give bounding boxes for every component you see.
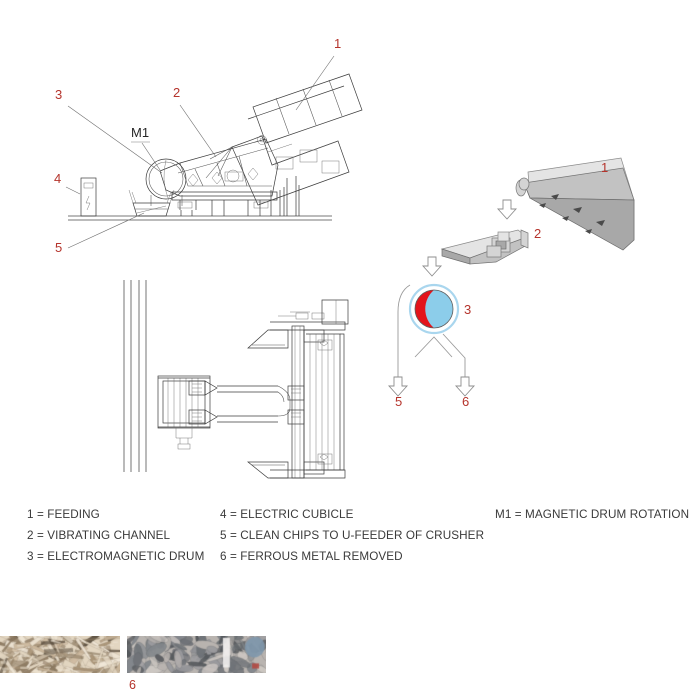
flow-arrow-clean-chips bbox=[387, 376, 409, 397]
callout-schematic-1: 1 bbox=[601, 160, 608, 175]
legend-item-1: 1 = FEEDING bbox=[27, 508, 100, 521]
ferrous-metal-scrap-photo bbox=[127, 636, 266, 673]
legend-item-2: 2 = VIBRATING CHANNEL bbox=[27, 529, 171, 542]
plan-bearing-blocks bbox=[188, 380, 218, 425]
callout-schematic-6: 6 bbox=[462, 394, 469, 409]
callout-elevation-m1: M1 bbox=[131, 125, 149, 140]
elevation-leader-lines bbox=[65, 55, 335, 249]
callout-elevation-1: 1 bbox=[334, 36, 341, 51]
clean-wood-chips-photo bbox=[0, 636, 120, 673]
callout-elevation-2: 2 bbox=[173, 85, 180, 100]
plan-chutes bbox=[247, 299, 349, 479]
photo-caption-6: 6 bbox=[129, 678, 136, 692]
legend-item-3: 3 = ELECTROMAGNETIC DRUM bbox=[27, 550, 205, 563]
callout-elevation-3: 3 bbox=[55, 87, 62, 102]
vibrating-channel bbox=[159, 138, 279, 216]
legend-item-6: 6 = FERROUS METAL REMOVED bbox=[220, 550, 403, 563]
plan-frame-arms bbox=[217, 385, 291, 423]
plan-view bbox=[123, 280, 349, 479]
process-flow-schematic: 1 2 3 5 6 bbox=[387, 157, 635, 409]
callout-schematic-2: 2 bbox=[534, 226, 541, 241]
flow-arrow-ferrous-metal bbox=[454, 376, 476, 397]
schematic-electromagnetic-drum bbox=[397, 283, 460, 378]
inclined-feed-conveyor bbox=[205, 73, 363, 216]
callout-schematic-5: 5 bbox=[395, 394, 402, 409]
callout-elevation-4: 4 bbox=[54, 171, 61, 186]
legend-item-m1: M1 = MAGNETIC DRUM ROTATION bbox=[495, 508, 690, 521]
schematic-feeding-belt bbox=[515, 157, 635, 251]
legend-item-4: 4 = ELECTRIC CUBICLE bbox=[220, 508, 354, 521]
callout-schematic-3: 3 bbox=[464, 302, 471, 317]
plan-drum-assembly bbox=[157, 375, 211, 450]
discharge-hopper bbox=[128, 189, 175, 217]
plan-vibrating-trough bbox=[287, 325, 345, 479]
flow-arrow-feed-to-channel bbox=[496, 199, 518, 220]
ground-line bbox=[68, 215, 332, 221]
magnetic-drum-m1 bbox=[145, 158, 187, 206]
schematic-discharge-splitter bbox=[414, 333, 466, 378]
flow-arrow-channel-to-drum bbox=[421, 256, 443, 277]
elevation-view: 1 2 3 4 5 M1 bbox=[54, 36, 363, 255]
electric-cubicle bbox=[80, 177, 97, 217]
callout-elevation-5: 5 bbox=[55, 240, 62, 255]
legend-item-5: 5 = CLEAN CHIPS TO U-FEEDER OF CRUSHER bbox=[220, 529, 485, 542]
schematic-vibrating-channel bbox=[440, 229, 529, 265]
